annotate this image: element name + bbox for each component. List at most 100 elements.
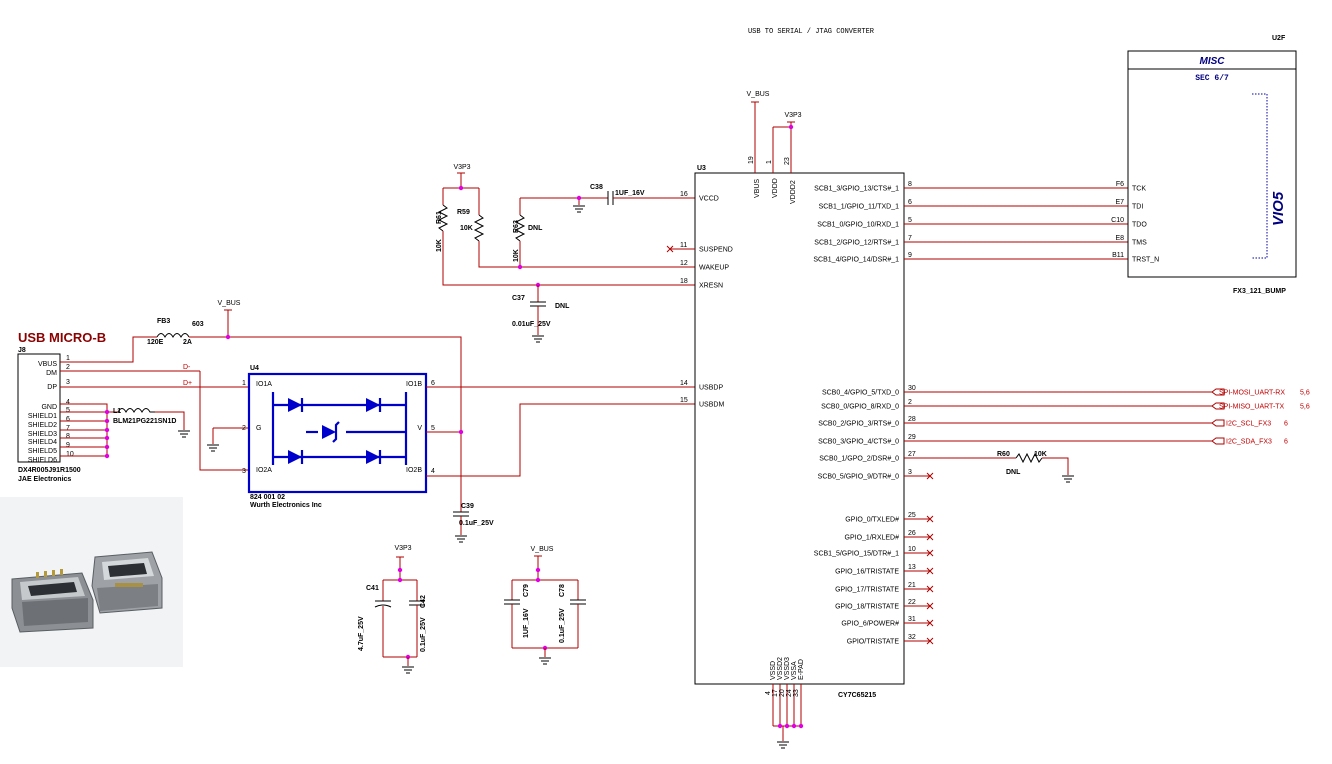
resistor-note: DNL [528,225,543,232]
pin-name: SHIELD1 [28,413,57,420]
u3-pin-name: USBDM [699,402,724,409]
offpage-net: SPI-MOSI_UART-RX [1219,390,1285,397]
u3-pin-name: GPIO_18/TRISTATE [835,604,899,611]
u3-bottom-pins: 4 17 20 24 33 VSSD VSSD2 VSSD3 VSSA E-PA… [765,657,805,749]
resistor-value: 10K [460,225,473,232]
u3-pin-number: 27 [908,451,916,458]
resistor-ref: R63 [513,220,520,233]
ground-symbol [455,535,467,543]
cap-value: 1UF_16V [615,190,645,197]
u3-pin-name: VDDD2 [790,180,797,204]
tvs-pin-name: IO1B [406,381,422,388]
u3-pin-number: 6 [908,199,912,206]
u3-pin-name: SCB1_0/GPIO_10/RXD_1 [817,222,899,229]
vbus-wire [189,336,462,512]
u3-pin-name: SUSPEND [699,247,733,254]
net-label: V3P3 [394,545,411,552]
tvs-pin-name: G [256,425,261,432]
u3-pin-name: SCB0_0/GPIO_8/RXD_0 [821,404,899,411]
u3-pin-number: 3 [908,469,912,476]
u3-pin-number: 29 [908,434,916,441]
decoupling-v3p3 [374,556,425,674]
pin-name: SHIELD2 [28,422,57,429]
cap-ref: C41 [366,585,379,592]
cap-ref: C37 [512,295,525,302]
u3-pin-name: WAKEUP [699,265,729,272]
tvs-pin-name: IO2B [406,467,422,474]
u3-pin-number: 14 [680,380,688,387]
pin-number: 10 [66,451,74,458]
dm-wire [199,371,249,471]
no-connect-mark [926,533,934,541]
svg-text:VSSD: VSSD [770,661,777,680]
ferrite-value: 120E [147,339,164,346]
resistor-ref: R60 [997,451,1010,458]
net-label: D- [183,364,191,371]
tvs-maker: Wurth Electronics Inc [250,502,322,509]
u2f-section: SEC 6/7 [1195,74,1229,83]
cap-ref: C78 [559,584,566,597]
wakeup-wire [478,241,695,268]
u3-pin-name: VCCD [699,196,719,203]
u3-pin-name: SCB1_5/GPIO_15/DTR#_1 [814,551,899,558]
ferrite-package: 603 [192,321,204,328]
pin-number: 7 [66,425,70,432]
u3-body [694,172,905,685]
u3-pin-name: VBUS [754,179,761,198]
u3-ref: U3 [697,165,706,172]
u3-pin-number: 16 [680,191,688,198]
cap-value: 4.7uF_25V [358,616,365,651]
svg-text:VSSD2: VSSD2 [777,657,784,680]
no-connect-mark [926,472,934,480]
svg-text:33: 33 [793,689,800,697]
u3-pin-name: SCB0_4/GPIO_5/TXD_0 [822,390,899,397]
no-connect-mark [926,549,934,557]
u3-pin-name: SCB1_1/GPIO_11/TXD_1 [819,204,900,211]
u3-pin-number: 30 [908,385,916,392]
no-connect-mark [926,567,934,575]
sheet-title: USB TO SERIAL / JTAG CONVERTER [748,28,875,36]
resistor-note: DNL [1006,469,1021,476]
inductor-l1 [117,408,155,414]
u3-pin-number: 32 [908,634,916,641]
ferrite-current: 2A [183,339,192,346]
u3-pin-name: SCB1_4/GPIO_14/DSR#_1 [813,257,899,264]
u3-pin-number: 7 [908,235,912,242]
pin-name: DP [47,384,57,391]
u3-pin-number: 21 [908,582,916,589]
no-connect-mark [666,245,674,253]
u3-pin-name: SCB0_3/GPIO_4/CTS#_0 [818,439,899,446]
pin-number: 9 [66,442,70,449]
offpage-arrow [1211,419,1225,427]
svg-text:E-PAD: E-PAD [798,659,805,680]
u2f-header: MISC [1200,56,1226,67]
connector-pin-labels: VBUS DM DP GND SHIELD1 SHIELD2 SHIELD3 S… [28,355,74,464]
pin-number: 6 [66,416,70,423]
net-label: V_BUS [531,546,554,553]
u3-pin-name: VDDD [772,178,779,198]
cap-value: 0.1uF_25V [559,608,566,643]
u3-pin-number: 28 [908,416,916,423]
connector-photo [0,497,183,667]
cap-note: DNL [555,303,570,310]
svg-text:17: 17 [772,689,779,697]
u2f-ball: F6 [1116,181,1124,188]
u2f-pin-name: TDI [1132,204,1143,211]
u3-pin-number: 13 [908,564,916,571]
u3-pin-number: 25 [908,512,916,519]
u2f-ball: C10 [1111,217,1124,224]
cap-value: 0.1uF_25V [459,520,494,527]
pin-number: 3 [66,379,70,386]
pin-number: 8 [66,433,70,440]
xresn-wire [442,231,695,286]
tvs-pin-name: IO1A [256,381,272,388]
u2f-ball: B11 [1112,252,1124,259]
pin-name: GND [41,404,57,411]
u2f-pin-name: TDO [1132,222,1147,229]
offpage-sheets: 5,6 [1300,390,1310,397]
connector-heading: USB MICRO-B [18,330,106,345]
tvs-pin-number: 5 [431,425,435,432]
u3-pin-name: XRESN [699,283,723,290]
u3-pin-name: GPIO_16/TRISTATE [835,569,899,576]
